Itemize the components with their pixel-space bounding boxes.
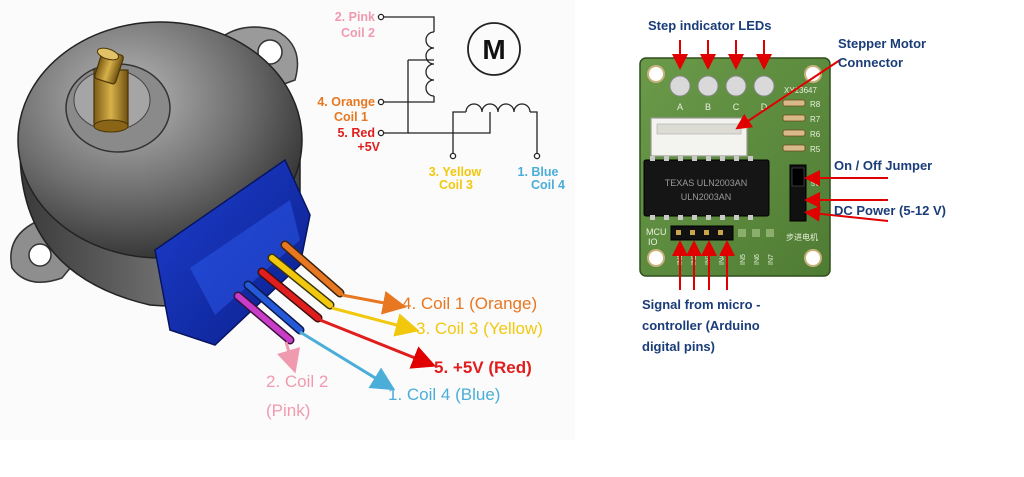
- motor-symbol-letter: M: [482, 34, 505, 65]
- uln2003-chip: [643, 159, 770, 217]
- label-coil2-line2: (Pink): [266, 401, 310, 420]
- mounting-hole-top: [257, 39, 283, 65]
- sch-yellow-2: Coil 3: [439, 178, 473, 192]
- coil-horizontal: [465, 103, 531, 113]
- label-coil4: 1. Coil 4 (Blue): [388, 385, 500, 404]
- sch-red-2: +5V: [357, 140, 380, 154]
- label-coil2-line1: 2. Coil 2: [266, 372, 328, 391]
- pin-in4: IN4: [719, 254, 726, 265]
- wire-pink: [235, 293, 293, 343]
- chip-text-1: TEXAS ULN2003AN: [665, 178, 748, 188]
- chip-text-2: ULN2003AN: [681, 192, 732, 202]
- resistor-label-r8: R8: [810, 100, 821, 109]
- pointer-pink: [277, 341, 301, 374]
- coil-schematic: [377, 13, 541, 160]
- sch-yellow-1: 3. Yellow: [429, 165, 482, 179]
- terminal-blue: [533, 152, 541, 160]
- power-pin-5v: 5V: [811, 181, 820, 188]
- resistors: [782, 99, 806, 152]
- sch-orange-1: 4. Orange: [317, 95, 375, 109]
- terminal-pink: [377, 13, 385, 21]
- label-dc-power: DC Power (5-12 V): [834, 203, 946, 218]
- led-b: [697, 75, 719, 97]
- coil-vertical: [425, 31, 435, 97]
- pcb-hole-bl: [647, 249, 665, 267]
- pointer-blue: [299, 330, 396, 391]
- sch-pink-1: 2. Pink: [335, 10, 375, 24]
- driver-labels: Step indicator LEDs Stepper Motor Connec…: [642, 18, 946, 354]
- motor-symbol-circle: [467, 22, 521, 76]
- pcb-hole-tr: [804, 65, 822, 83]
- driver-callout-arrows: [672, 40, 889, 290]
- led-letter-b: B: [705, 102, 711, 112]
- pointer-red: [319, 318, 437, 369]
- terminal-yellow: [449, 152, 457, 160]
- led-letter-a: A: [677, 102, 683, 112]
- schematic-labels: 2. Pink Coil 2 4. Orange Coil 1 5. Red +…: [317, 10, 565, 192]
- pcb-hole-br: [804, 249, 822, 267]
- resistor-label-r6: R6: [810, 130, 821, 139]
- label-stepper-connector-2: Connector: [838, 55, 903, 70]
- resistor-label-r5: R5: [810, 145, 821, 154]
- motor-shaft: [93, 47, 129, 133]
- arrow-power-minus: [804, 205, 889, 222]
- led-d: [753, 75, 775, 97]
- wire-cap-highlight: [190, 200, 300, 315]
- label-stepper-connector-1: Stepper Motor: [838, 36, 926, 51]
- motor-wires: [233, 240, 345, 345]
- sch-blue-1: 1. Blue: [518, 165, 559, 179]
- mounting-hole-bottom: [28, 243, 52, 267]
- led-a: [669, 75, 691, 97]
- label-signal-3: digital pins): [642, 339, 715, 354]
- pointer-orange: [341, 290, 407, 315]
- led-letter-d: D: [761, 102, 768, 112]
- led-letter-c: C: [733, 102, 740, 112]
- wire-labels: 4. Coil 1 (Orange) 3. Coil 3 (Yellow) 5.…: [266, 294, 543, 420]
- label-on-off-jumper: On / Off Jumper: [834, 158, 932, 173]
- label-step-leds: Step indicator LEDs: [648, 18, 772, 33]
- motor-connector: [650, 117, 748, 157]
- led-c: [725, 75, 747, 97]
- label-coil1: 4. Coil 1 (Orange): [402, 294, 537, 313]
- pointer-yellow: [331, 306, 420, 337]
- wire-pointer-lines: [277, 290, 437, 391]
- wire-orange: [282, 242, 343, 296]
- wire-blue: [245, 282, 303, 333]
- label-coil3: 3. Coil 3 (Yellow): [416, 319, 543, 338]
- label-plus5v: 5. +5V (Red): [434, 358, 532, 377]
- sch-red-1: 5. Red: [337, 126, 375, 140]
- stepper-motor: [10, 21, 311, 346]
- pcb-hole-tl: [647, 65, 665, 83]
- pin-in7: IN7: [768, 254, 775, 265]
- on-off-jumper-cap: [791, 167, 805, 187]
- step-leds: [669, 75, 775, 97]
- pin-in5: IN5: [740, 254, 747, 265]
- resistor-label-r7: R7: [810, 115, 821, 124]
- terminal-red: [377, 129, 385, 137]
- chip-pins: [650, 156, 753, 220]
- label-signal-2: controller (Arduino: [642, 318, 760, 333]
- part-code: XY13647: [784, 86, 817, 95]
- sch-orange-2: Coil 1: [334, 110, 368, 124]
- wire-red: [259, 269, 321, 321]
- wire-yellow: [269, 255, 333, 308]
- chinese-label: 步进电机: [786, 232, 818, 242]
- label-signal-1: Signal from micro -: [642, 297, 760, 312]
- sch-pink-2: Coil 2: [341, 26, 375, 40]
- arrow-connector: [735, 59, 841, 130]
- pin-in6: IN6: [754, 254, 761, 265]
- sch-blue-2: Coil 4: [531, 178, 565, 192]
- mcu-label: MCU: [646, 227, 667, 237]
- terminal-orange: [377, 98, 385, 106]
- uln2003-driver-board: A B C D XY13647 R8 R7 R6 R5 T: [639, 57, 831, 277]
- io-label: IO: [648, 237, 658, 247]
